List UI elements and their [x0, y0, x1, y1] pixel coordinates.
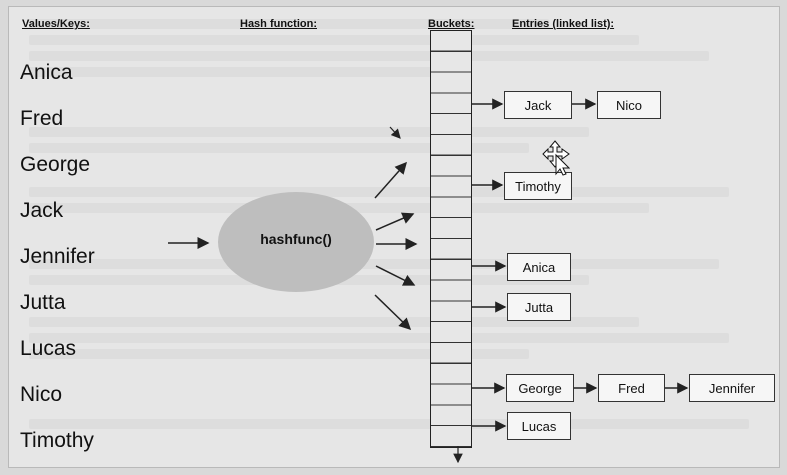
hash-function-header: Hash function: — [240, 18, 317, 30]
bucket-entry-arrows — [472, 98, 507, 432]
entry-jack: Jack — [504, 91, 572, 119]
value-fred: Fred — [20, 107, 64, 130]
entry-timothy: Timothy — [504, 172, 572, 200]
hash-function-oval — [218, 192, 374, 292]
hash-function-label: hashfunc() — [260, 231, 332, 247]
entry-nico: Nico — [597, 91, 661, 119]
linked-list-arrows — [572, 98, 689, 394]
entry-jennifer: Jennifer — [689, 374, 775, 402]
values-keys-header: Values/Keys: — [22, 18, 90, 30]
bucket-array — [430, 30, 472, 448]
value-nico: Nico — [20, 383, 63, 406]
value-anica: Anica — [20, 61, 73, 84]
value-lucas: Lucas — [20, 337, 77, 360]
entry-anica: Anica — [507, 253, 571, 281]
value-timothy: Timothy — [20, 429, 94, 452]
entry-fred: Fred — [598, 374, 665, 402]
value-jennifer: Jennifer — [20, 245, 95, 268]
entry-george: George — [506, 374, 574, 402]
value-george: George — [20, 153, 91, 176]
entry-lucas: Lucas — [507, 412, 571, 440]
entries-header: Entries (linked list): — [512, 18, 615, 30]
entry-jutta: Jutta — [507, 293, 571, 321]
value-jutta: Jutta — [20, 291, 66, 314]
buckets-header: Buckets: — [428, 18, 475, 30]
move-cursor-icon — [542, 140, 570, 176]
hash-output-arrows — [374, 126, 418, 331]
value-jack: Jack — [20, 199, 64, 222]
